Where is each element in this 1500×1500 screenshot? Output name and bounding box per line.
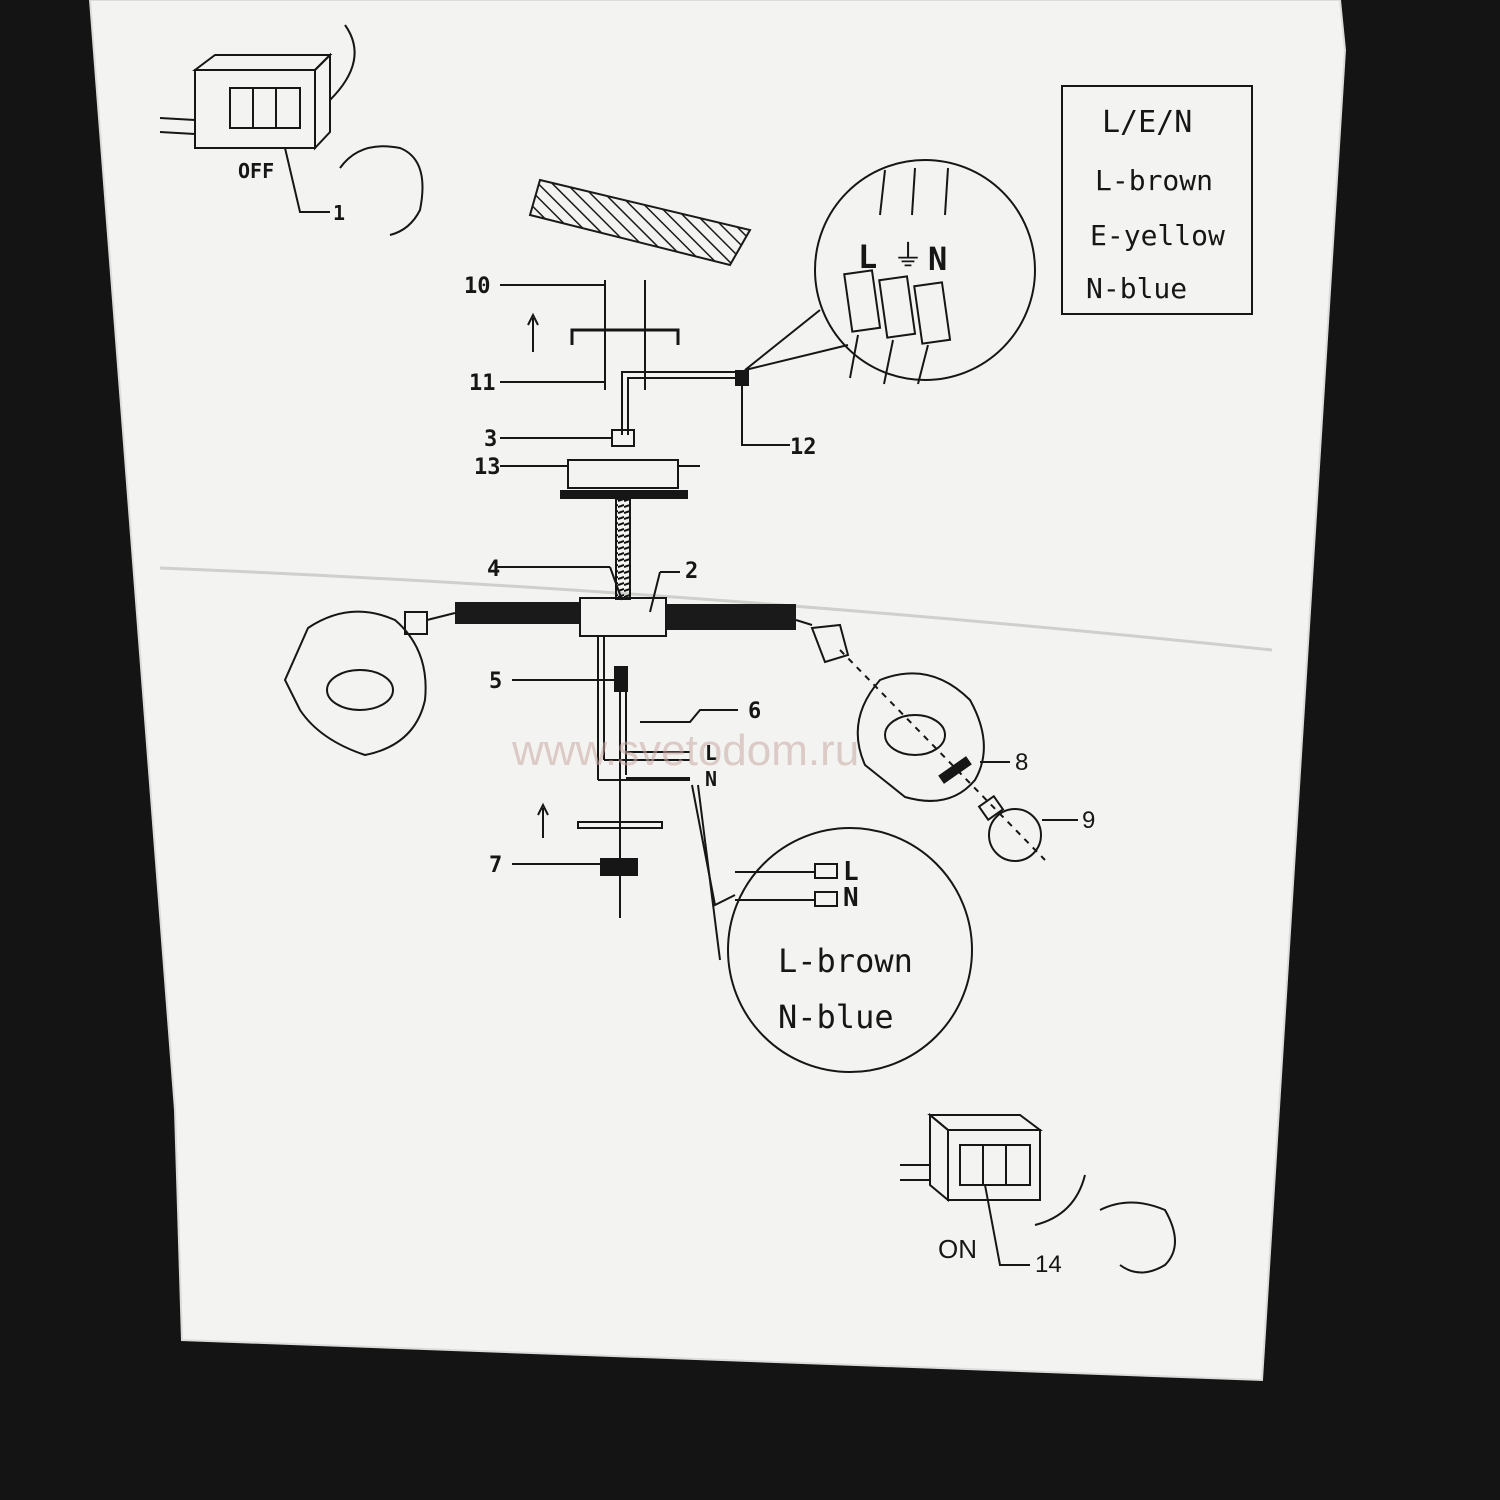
left-shade [283,610,456,757]
paper-sheet [88,0,1347,1382]
wire-legend-box: L/E/N L-brown E-yellow N-blue [1061,85,1253,315]
right-shade [795,619,1078,862]
callout-11: 11 [469,371,496,396]
callout-3: 3 [484,427,497,452]
connector-5 [614,666,628,692]
off-switch-box [159,24,424,236]
zoom-n: N [843,883,859,913]
callout-14: 14 [1035,1251,1062,1278]
legend-line-blue: N-blue [1086,272,1187,305]
callout-4: 4 [487,557,500,582]
legend-line-yellow: E-yellow [1090,219,1225,252]
wire-end-n: N [705,767,717,791]
mounting-bracket [500,280,790,499]
callout-12: 12 [790,435,817,460]
watermark: www.svetodom.ru [511,726,859,775]
callout-13: 13 [474,455,501,480]
zoom-line-blue: N-blue [778,998,894,1036]
threaded-rod [615,498,631,600]
fold-crease [159,566,1273,652]
connector-zoom [691,784,973,1073]
right-arm [666,604,796,630]
on-label: ON [938,1234,977,1264]
callout-1: 1 [333,201,345,225]
terminal-l: L [858,238,877,276]
wire-end-l: L [705,741,717,765]
central-hub [455,566,796,637]
on-switch-box [900,1112,1176,1274]
terminal-block-zoom [744,159,1036,385]
down-wires [512,636,738,918]
hand-icon [339,145,424,236]
callout-10: 10 [464,274,491,299]
callout-9: 9 [1082,807,1095,834]
callout-6: 6 [748,699,761,724]
callout-8: 8 [1015,749,1028,776]
zoom-line-brown: L-brown [778,942,913,980]
callout-5: 5 [489,669,502,694]
terminal-n: N [928,240,947,278]
zoom-l: L [843,857,859,887]
ceiling-hatch [528,178,752,267]
off-label: OFF [238,159,274,183]
legend-line-brown: L-brown [1095,164,1213,197]
canopy-nut-7 [600,858,638,876]
hand-icon-on [1099,1201,1176,1274]
earth-icon: ⏚ [893,239,923,274]
callout-7: 7 [489,853,502,878]
left-arm [455,602,580,624]
callout-2: 2 [685,559,698,584]
bulb-icon [988,808,1042,862]
legend-title: L/E/N [1102,105,1192,140]
